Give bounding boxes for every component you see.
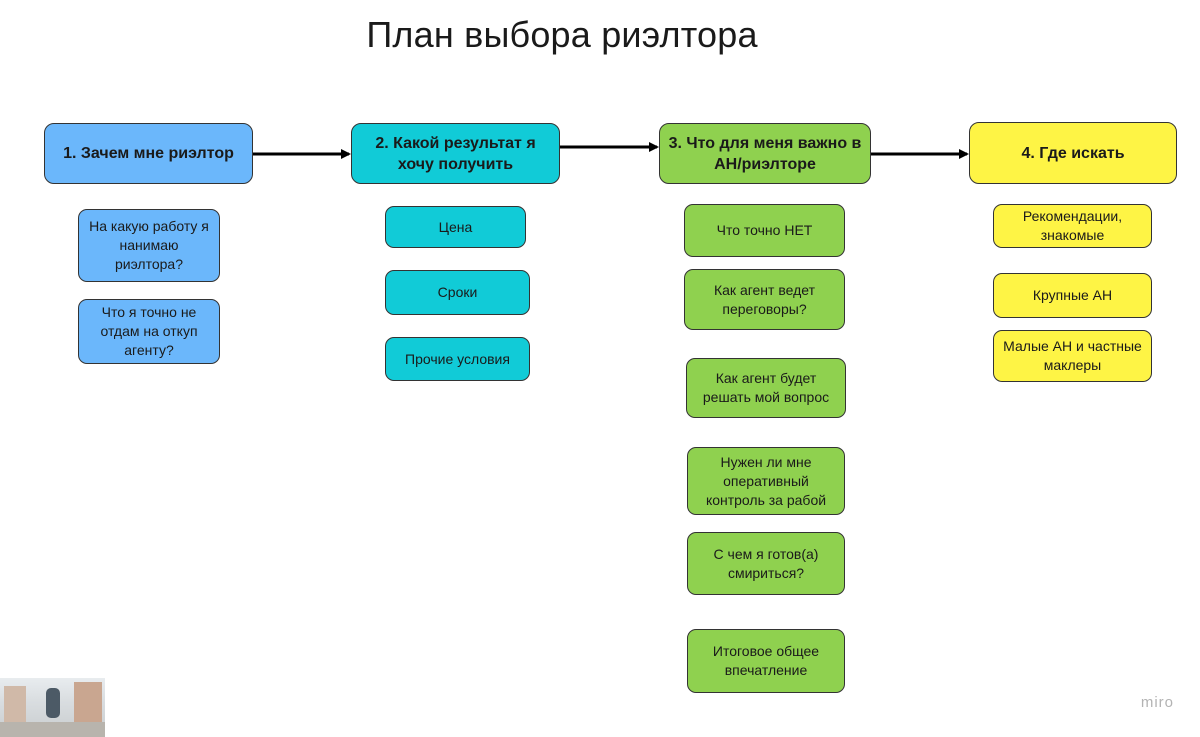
stage-3-item[interactable]: Как агент будет решать мой вопрос <box>686 358 846 418</box>
stage-4-item[interactable]: Малые АН и частные маклеры <box>993 330 1152 382</box>
stage-1-item[interactable]: Что я точно не отдам на откуп агенту? <box>78 299 220 364</box>
miro-watermark: miro <box>1140 694 1174 711</box>
stage-2-item[interactable]: Сроки <box>385 270 530 315</box>
thumbnail-person <box>46 688 60 718</box>
stage-3-item[interactable]: С чем я готов(а) смириться? <box>687 532 845 595</box>
stage-3-header[interactable]: 3. Что для меня важно в АН/риэлторе <box>659 123 871 184</box>
stage-4-item[interactable]: Рекомендации, знакомые <box>993 204 1152 248</box>
stage-4-item[interactable]: Крупные АН <box>993 273 1152 318</box>
stage-3-item[interactable]: Что точно НЕТ <box>684 204 845 257</box>
video-thumbnail[interactable] <box>0 678 105 737</box>
stage-4-header[interactable]: 4. Где искать <box>969 122 1177 184</box>
stage-3-item[interactable]: Как агент ведет переговоры? <box>684 269 845 330</box>
stage-2-item[interactable]: Цена <box>385 206 526 248</box>
stage-1-header[interactable]: 1. Зачем мне риэлтор <box>44 123 253 184</box>
stage-3-item[interactable]: Итоговое общее впечатление <box>687 629 845 693</box>
thumbnail-road <box>0 722 105 737</box>
stage-2-item[interactable]: Прочие условия <box>385 337 530 381</box>
stage-1-item[interactable]: На какую работу я нанимаю риэлтора? <box>78 209 220 282</box>
board-title: План выбора риэлтора <box>366 14 758 55</box>
stage-2-header[interactable]: 2. Какой результат я хочу получить <box>351 123 560 184</box>
stage-3-item[interactable]: Нужен ли мне оперативный контроль за раб… <box>687 447 845 515</box>
